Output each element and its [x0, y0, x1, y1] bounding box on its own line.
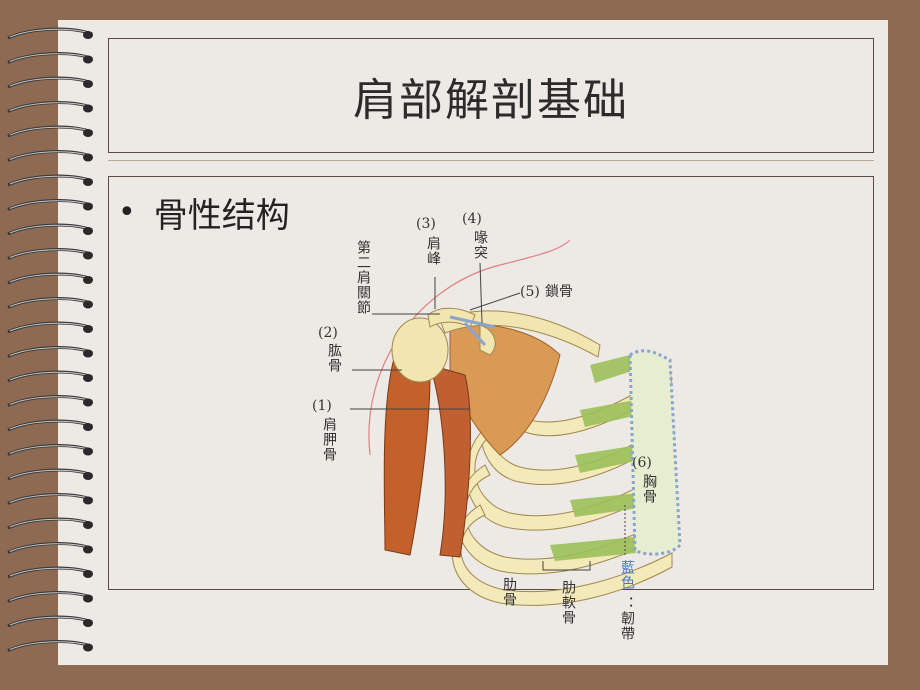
binding-hole — [83, 55, 93, 64]
binding-hole — [83, 80, 93, 88]
binding-hole — [83, 202, 93, 211]
spiral-ring-highlight — [9, 469, 91, 479]
spiral-ring-highlight — [9, 102, 91, 111]
bullet-item: • 骨性结构 — [118, 188, 290, 237]
spiral-ring-highlight — [9, 641, 91, 650]
binding-hole — [83, 251, 93, 260]
spiral-ring-highlight — [9, 175, 91, 185]
spiral-ring-highlight — [9, 28, 91, 38]
label-blue-note: 藍色 — [619, 560, 635, 590]
spiral-ring-highlight — [9, 151, 91, 160]
binding-hole — [83, 619, 93, 627]
label-6-sternum: 胸骨 — [641, 474, 657, 504]
spiral-ring-highlight — [9, 53, 91, 62]
binding-hole — [83, 643, 93, 652]
bullet-dot-icon: • — [118, 195, 136, 230]
label-4-coracoid: 喙突 — [472, 230, 488, 260]
spiral-ring-highlight — [9, 249, 91, 258]
binding-hole — [83, 423, 93, 431]
label-6-number: (6) — [632, 455, 652, 471]
spiral-ring-highlight — [9, 420, 91, 430]
binding-hole — [83, 325, 93, 333]
binding-hole — [83, 521, 93, 529]
title-box: 肩部解剖基础 — [108, 38, 874, 153]
spiral-ring-highlight — [9, 77, 91, 87]
spiral-ring-highlight — [9, 616, 91, 626]
spiral-ring-highlight — [9, 518, 91, 528]
binding-hole — [83, 300, 93, 309]
spiral-ring-highlight — [9, 592, 91, 601]
binding-hole — [83, 153, 93, 162]
binding-hole — [83, 276, 93, 284]
spiral-ring-highlight — [9, 445, 91, 454]
label-1-number: (1) — [312, 398, 332, 414]
spiral-ring-highlight — [9, 322, 91, 332]
label-ligament-note: ：韌帶 — [619, 596, 635, 641]
spiral-ring-highlight — [9, 371, 91, 381]
label-1-scapula: 肩胛骨 — [321, 417, 337, 462]
label-rib-cartilage: 肋軟骨 — [560, 580, 576, 625]
binding-hole — [83, 594, 93, 603]
spiral-ring-highlight — [9, 126, 91, 136]
title-divider — [108, 160, 874, 161]
binding-hole — [83, 496, 93, 505]
slide-title: 肩部解剖基础 — [353, 74, 629, 126]
spiral-binding — [7, 27, 93, 652]
label-second-joint: 第二肩關節 — [355, 240, 371, 315]
spiral-ring-highlight — [9, 567, 91, 577]
binding-hole — [83, 349, 93, 358]
binding-hole — [83, 129, 93, 137]
label-rib: 肋骨 — [501, 577, 517, 607]
binding-hole — [83, 31, 93, 39]
binding-hole — [83, 104, 93, 113]
spiral-ring-highlight — [9, 543, 91, 552]
spiral-ring-highlight — [9, 273, 91, 283]
binding-hole — [83, 227, 93, 235]
label-2-number: (2) — [318, 325, 338, 341]
binding-hole — [83, 178, 93, 186]
spiral-ring-highlight — [9, 200, 91, 209]
label-4-number: (4) — [462, 211, 482, 227]
label-5-clavicle: 鎖骨 — [545, 284, 573, 300]
binding-hole — [83, 545, 93, 554]
binding-hole — [83, 398, 93, 407]
binding-hole — [83, 374, 93, 382]
label-5-number: (5) — [520, 284, 540, 300]
spiral-ring-highlight — [9, 298, 91, 307]
label-3-acromion: 肩峰 — [425, 236, 441, 266]
binding-hole — [83, 472, 93, 480]
bullet-text: 骨性结构 — [153, 196, 290, 236]
label-3-number: (3) — [416, 216, 436, 232]
spiral-ring-highlight — [9, 494, 91, 503]
spiral-ring-highlight — [9, 224, 91, 234]
binding-hole — [83, 570, 93, 578]
shoulder-anatomy-illustration — [350, 239, 682, 606]
label-2-humerus: 肱骨 — [326, 343, 342, 373]
spiral-ring-highlight — [9, 347, 91, 356]
spiral-ring-highlight — [9, 396, 91, 405]
binding-hole — [83, 447, 93, 456]
